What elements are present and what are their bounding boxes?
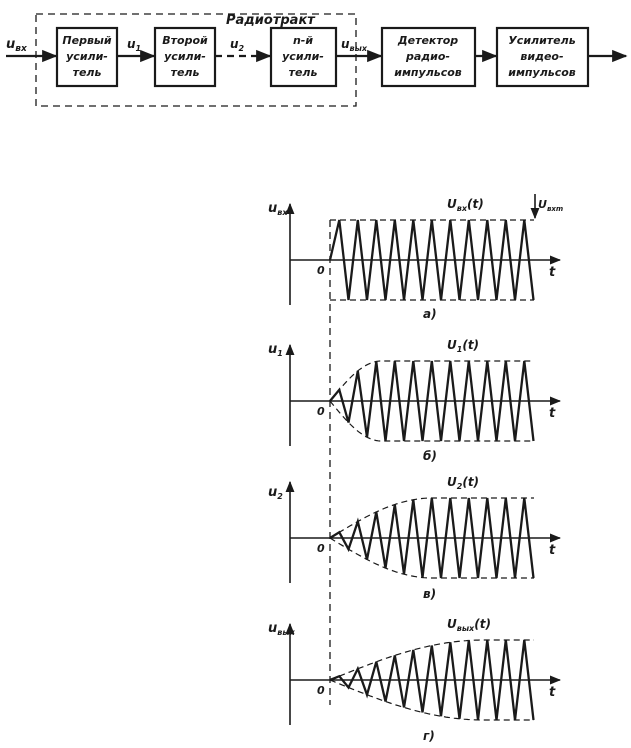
subplot-caption: в): [423, 587, 436, 601]
carrier-waveform: [329, 497, 535, 579]
block-radio-pulse-detector: Детектор радио- импульсов: [380, 26, 477, 88]
svg-text:n-й: n-й: [293, 34, 313, 47]
svg-text:усили-: усили-: [66, 50, 108, 63]
svg-text:Первый: Первый: [62, 34, 111, 47]
svg-text:тель: тель: [73, 66, 102, 79]
x-axis-label-t: t: [549, 406, 556, 421]
svg-text:видео-: видео-: [520, 50, 563, 63]
origin-label: 0: [317, 684, 325, 697]
origin-label: 0: [317, 264, 325, 277]
signal-u2-label: u2: [230, 37, 245, 53]
curve-label: U2(t): [447, 475, 479, 491]
amplitude-label: Uвхm: [538, 198, 563, 213]
envelope-lower: [329, 400, 534, 442]
origin-label: 0: [317, 542, 325, 555]
x-axis-label-t: t: [549, 543, 556, 558]
y-axis-label: u2: [268, 485, 283, 501]
subplot-caption: г): [423, 729, 435, 743]
envelope-upper: [329, 360, 534, 402]
envelope-lower: [329, 537, 534, 579]
timing-plot-1: uвх Uвх(t) 0 t а) Uвхm: [268, 194, 563, 321]
block-second-amplifier: Второй усили- тель: [153, 26, 217, 88]
y-axis-label: uвых: [268, 621, 296, 637]
svg-text:импульсов: импульсов: [394, 66, 462, 79]
input-signal-label: uвх: [6, 37, 28, 54]
svg-text:импульсов: импульсов: [508, 66, 576, 79]
svg-text:Детектор: Детектор: [397, 34, 458, 47]
block-first-amplifier: Первый усили- тель: [55, 26, 119, 88]
y-axis-label: uвх: [268, 201, 288, 217]
curve-label: Uвх(t): [447, 197, 484, 213]
block-nth-amplifier: n-й усили- тель: [269, 26, 338, 88]
timing-plot-4: uвых Uвых(t) 0 t г): [268, 617, 562, 743]
y-axis-label: u1: [268, 342, 283, 358]
curve-label: Uвых(t): [447, 617, 491, 633]
signal-uout-label: uвых: [341, 37, 368, 53]
x-axis-label-t: t: [549, 685, 556, 700]
carrier-waveform: [329, 639, 535, 721]
svg-text:усили-: усили-: [164, 50, 206, 63]
subplot-caption: а): [423, 307, 437, 321]
carrier-waveform: [328, 219, 535, 301]
timing-plot-3: u2 U2(t) 0 t в): [268, 475, 562, 601]
subplot-caption: б): [423, 449, 437, 463]
curve-label: U1(t): [447, 338, 479, 354]
radio-path-label: Радиотракт: [226, 13, 316, 28]
svg-text:Второй: Второй: [162, 34, 208, 47]
svg-text:тель: тель: [289, 66, 318, 79]
svg-text:тель: тель: [171, 66, 200, 79]
block-video-pulse-amplifier: Усилитель видео- импульсов: [495, 26, 590, 88]
envelope-lower: [329, 679, 534, 721]
block-diagram: Радиотракт uвх Первый усили- тель u1 Вто…: [6, 13, 628, 107]
carrier-waveform: [329, 360, 535, 442]
svg-text:радио-: радио-: [405, 50, 450, 63]
x-axis-label-t: t: [549, 265, 556, 280]
radio-path-frame: [35, 13, 357, 107]
timing-plot-2: u1 U1(t) 0 t б): [268, 338, 562, 463]
signal-u1-label: u1: [127, 37, 141, 53]
origin-label: 0: [317, 405, 325, 418]
svg-text:усили-: усили-: [282, 50, 324, 63]
svg-text:Усилитель: Усилитель: [508, 34, 575, 47]
